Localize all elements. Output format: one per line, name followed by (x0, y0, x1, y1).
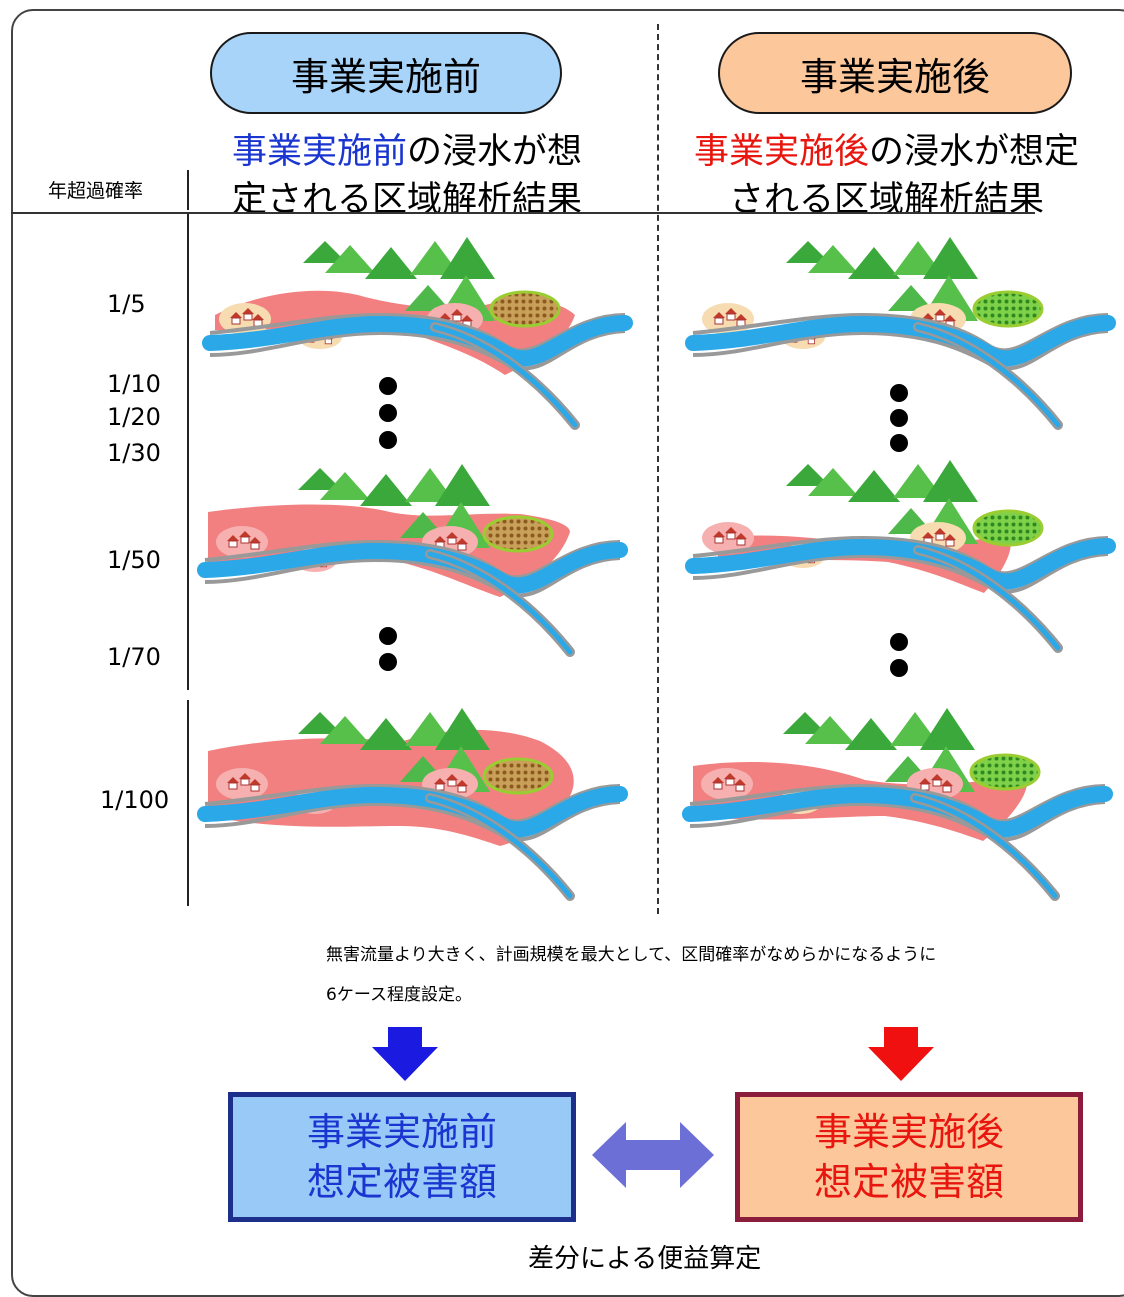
axis-line-bottom (187, 700, 189, 906)
continuation-dot (890, 409, 908, 427)
before-flood-map-1-50 (200, 464, 630, 652)
after-subtitle-highlight: 事業実施後 (694, 132, 870, 172)
after-project-pill-label: 事業実施後 (799, 54, 990, 99)
after-damage-line2: 想定被害額 (813, 1160, 1004, 1204)
continuation-dot (379, 627, 397, 645)
continuation-dot (379, 431, 397, 449)
after-flood-map-1-5 (688, 237, 1118, 425)
before-subtitle: 事業実施前の浸水が想 定される区域解析結果 (232, 128, 582, 224)
axis-line-top (187, 170, 189, 210)
note-line-2: 6ケース程度設定。 (326, 985, 472, 1005)
red-down-arrow-icon (868, 1027, 934, 1081)
before-project-pill-label: 事業実施前 (290, 54, 481, 99)
before-subtitle-line2: 定される区域解析結果 (232, 180, 583, 220)
probability-label: 1/5 (107, 290, 146, 318)
before-flood-map-1-100 (200, 708, 630, 896)
continuation-dot (890, 384, 908, 402)
header-divider (11, 212, 1035, 214)
after-damage-line1: 事業実施後 (813, 1110, 1004, 1154)
continuation-dot (379, 653, 397, 671)
probability-label: 1/30 (107, 439, 161, 467)
before-damage-line1: 事業実施前 (306, 1110, 497, 1154)
continuation-dot (379, 377, 397, 395)
continuation-dot (890, 633, 908, 651)
before-project-pill: 事業実施前 (210, 32, 562, 114)
before-damage-box: 事業実施前 想定被害額 (228, 1092, 576, 1222)
before-flood-map-1-5 (205, 237, 635, 425)
probability-label: 1/20 (107, 403, 161, 431)
after-subtitle-line2: される区域解析結果 (729, 180, 1045, 220)
exceedance-probability-label: 年超過確率 (48, 180, 144, 202)
note-line-1: 無害流量より大きく、計画規模を最大として、区間確率がなめらかになるように (326, 945, 937, 965)
after-project-pill: 事業実施後 (718, 32, 1072, 114)
continuation-dot (379, 404, 397, 422)
after-flood-map-1-100 (685, 708, 1115, 896)
after-flood-map-1-50 (688, 460, 1118, 648)
before-damage-line2: 想定被害額 (306, 1160, 497, 1204)
compare-double-arrow-icon (592, 1122, 714, 1188)
probability-label: 1/50 (107, 546, 161, 574)
continuation-dot (890, 434, 908, 452)
blue-down-arrow-icon (372, 1027, 438, 1081)
benefit-calculation-label: 差分による便益算定 (528, 1244, 762, 1274)
before-subtitle-line1: の浸水が想 (407, 132, 583, 172)
probability-label: 1/100 (100, 786, 170, 814)
after-damage-box: 事業実施後 想定被害額 (735, 1092, 1083, 1222)
probability-label: 1/70 (107, 643, 161, 671)
before-subtitle-highlight: 事業実施前 (232, 132, 408, 172)
continuation-dot (890, 659, 908, 677)
axis-line (187, 214, 189, 690)
probability-label: 1/10 (107, 370, 161, 398)
column-divider (657, 24, 659, 914)
after-subtitle-line1: の浸水が想定 (869, 132, 1080, 172)
after-subtitle: 事業実施後の浸水が想定 される区域解析結果 (694, 128, 1079, 224)
